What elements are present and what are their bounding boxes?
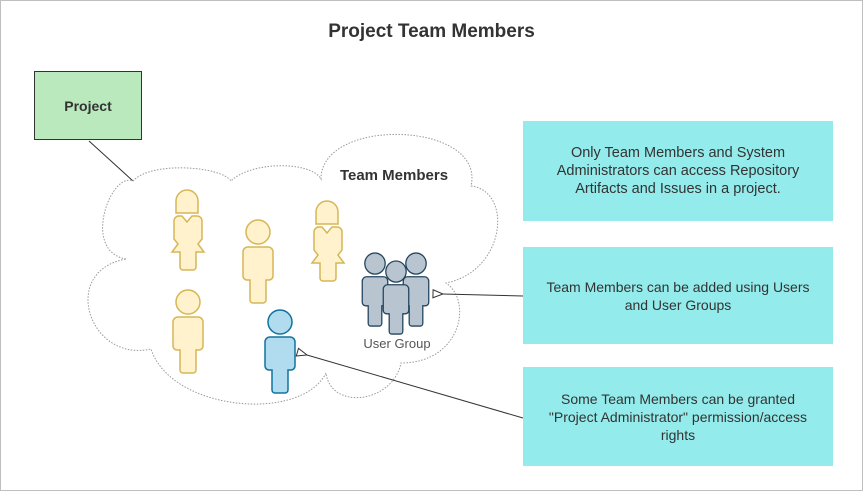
note-access[interactable]: Only Team Members and System Administrat…: [523, 121, 833, 221]
admin-arrow: [307, 355, 524, 419]
user-group-label: User Group: [363, 336, 431, 351]
project-connector: [88, 140, 134, 182]
project-label: Project: [64, 97, 112, 114]
cloud-label: Team Members: [339, 167, 449, 184]
project-box[interactable]: Project: [34, 71, 142, 140]
diagram-title: Project Team Members: [328, 21, 535, 42]
user-group-icon: [361, 252, 430, 335]
users-arrow: [443, 294, 524, 296]
note-add-members[interactable]: Team Members can be added using Users an…: [523, 247, 833, 344]
note-project-admin[interactable]: Some Team Members can be granted "Projec…: [523, 367, 833, 466]
